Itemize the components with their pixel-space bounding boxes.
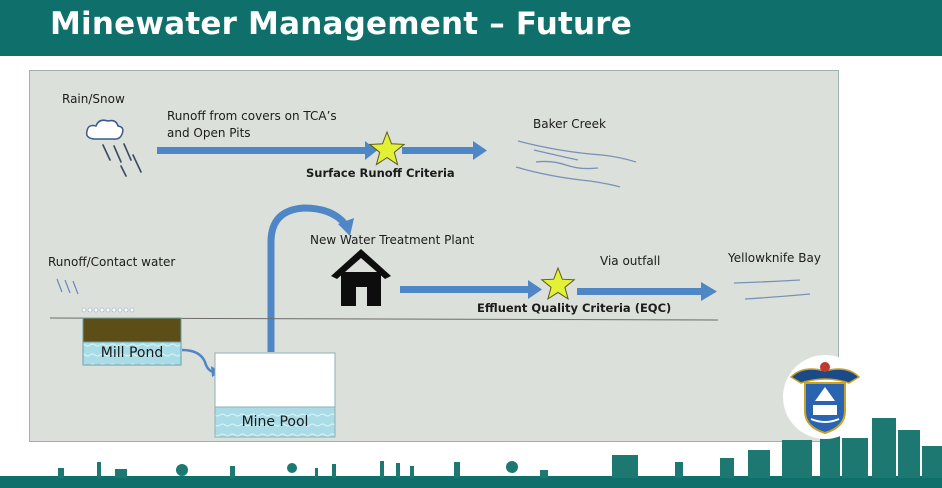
label-mill-pond: Mill Pond — [100, 345, 164, 361]
label-rain-snow: Rain/Snow — [62, 92, 125, 106]
star-icon-eqc — [540, 266, 576, 301]
label-surface-runoff-criteria: Surface Runoff Criteria — [306, 166, 455, 180]
label-new-water-treatment-plant: New Water Treatment Plant — [310, 233, 475, 247]
label-via-outfall: Via outfall — [600, 254, 661, 268]
mine-pool — [214, 352, 336, 438]
house-icon — [331, 249, 391, 306]
arrow-star-to-baker-creek — [402, 141, 487, 160]
title-bar: Minewater Management – Future — [0, 0, 942, 56]
star-icon — [368, 130, 406, 166]
cloud-icon — [85, 119, 142, 177]
page-title: Minewater Management – Future — [50, 6, 633, 42]
label-baker-creek: Baker Creek — [533, 117, 607, 131]
contact-water-icon — [56, 278, 79, 295]
mill-pond — [82, 317, 182, 366]
label-runoff-contact-water: Runoff/Contact water — [48, 255, 176, 269]
label-runoff-covers-line1: Runoff from covers on TCA’s — [167, 109, 337, 123]
label-yellowknife-bay: Yellowknife Bay — [728, 251, 821, 265]
baker-creek-waves — [515, 140, 637, 188]
diagram-panel — [29, 70, 839, 442]
arrow-runoff-to-star — [157, 141, 377, 160]
yellowknife-bay-waves — [733, 279, 811, 300]
arrow-star-to-yellowknife-bay — [577, 282, 717, 301]
arrow-mine-pool-to-plant — [267, 204, 354, 352]
label-runoff-covers-line2: and Open Pits — [167, 126, 251, 140]
arrow-plant-to-star — [400, 280, 542, 299]
label-mine-pool: Mine Pool — [241, 414, 309, 430]
droplets — [81, 307, 135, 313]
label-effluent-quality-criteria: Effluent Quality Criteria (EQC) — [477, 301, 672, 315]
skyline — [0, 418, 942, 488]
city-crest-icon — [783, 355, 867, 439]
